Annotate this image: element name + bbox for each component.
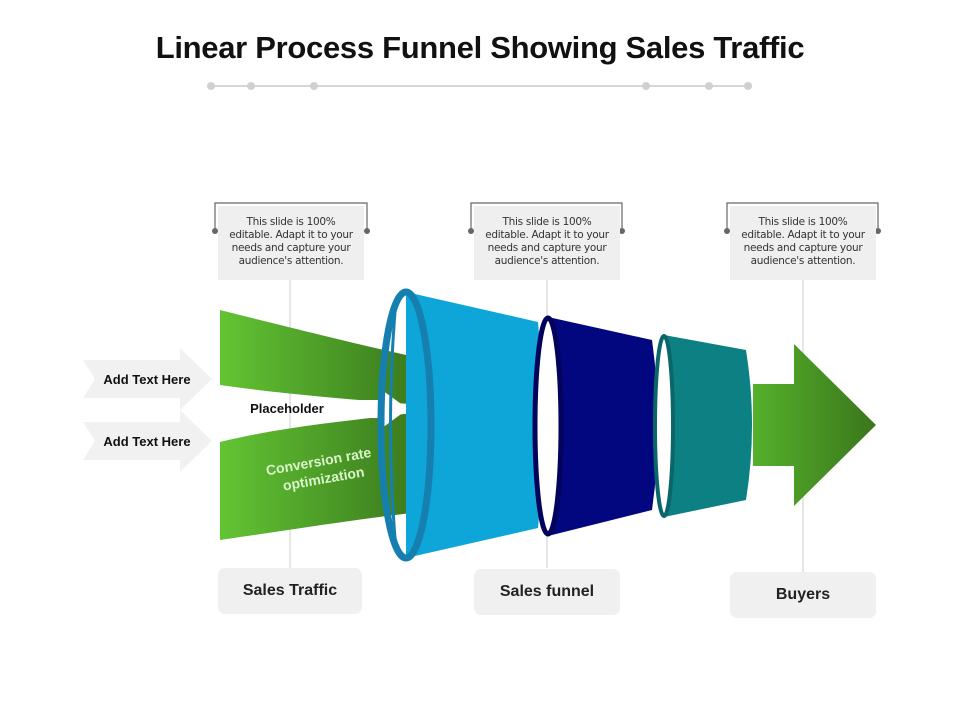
funnel-segment-2 bbox=[532, 315, 658, 537]
note-bracket-1 bbox=[212, 202, 370, 234]
input-arrow-2 bbox=[83, 410, 212, 472]
funnel-segment-3 bbox=[653, 334, 752, 518]
note-bracket-2 bbox=[468, 202, 625, 234]
title-divider bbox=[207, 82, 752, 90]
input-arrow-1-label: Add Text Here bbox=[103, 372, 190, 387]
stage-label-text: Sales funnel bbox=[499, 583, 595, 600]
input-arrow-1 bbox=[83, 348, 212, 410]
note-bracket-3 bbox=[724, 202, 881, 234]
lower-green-band bbox=[220, 412, 420, 540]
stage-label-text: Sales Traffic bbox=[242, 582, 338, 599]
input-arrow-2-label: Add Text Here bbox=[103, 434, 190, 449]
page-title: Linear Process Funnel Showing Sales Traf… bbox=[155, 30, 805, 65]
note-box-3: This slide is 100% editable. Adapt it to… bbox=[730, 206, 876, 280]
stage-label-sales-funnel: Sales funnel bbox=[474, 569, 620, 615]
stage-label-buyers: Buyers bbox=[730, 572, 876, 618]
output-arrow bbox=[753, 344, 876, 506]
stage-label-sales-traffic: Sales Traffic bbox=[218, 568, 362, 614]
funnel-segment-1 bbox=[377, 288, 543, 562]
placeholder-label: Placeholder bbox=[250, 401, 324, 416]
upper-green-band bbox=[220, 310, 420, 405]
stage-label-text: Buyers bbox=[775, 586, 831, 603]
note-box-1: This slide is 100% editable. Adapt it to… bbox=[218, 206, 364, 280]
note-box-2: This slide is 100% editable. Adapt it to… bbox=[474, 206, 620, 280]
